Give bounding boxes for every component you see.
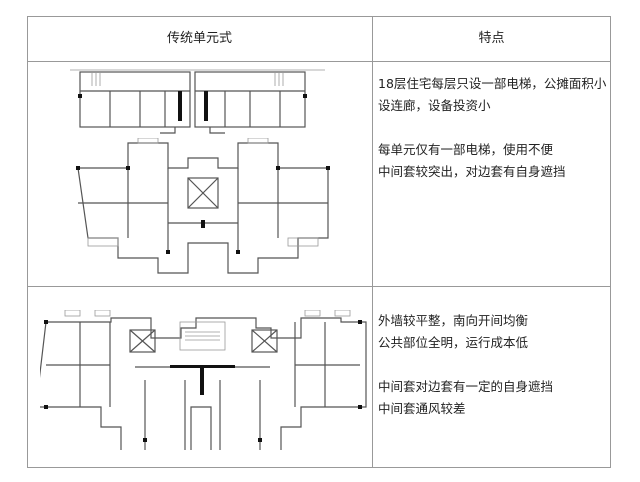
- feature-text: 18层住宅每层只设一部电梯，公摊面积小: [378, 76, 607, 91]
- header-traditional-unit: 传统单元式: [166, 31, 232, 46]
- feature-text: 每单元仅有一部电梯，使用不便: [378, 142, 554, 157]
- features-row-1: 18层住宅每层只设一部电梯，公摊面积小 设连廊，设备投资小 每单元仅有一部电梯，…: [378, 73, 606, 183]
- header-divider: [27, 61, 611, 62]
- features-row-2: 外墙较平整，南向开间均衡 公共部位全明，运行成本低 中间套对边套有一定的自身遮挡…: [378, 310, 553, 420]
- floor-plan-unit-type: [76, 138, 330, 274]
- header-features: 特点: [478, 31, 505, 46]
- feature-text: 中间套对边套有一定的自身遮挡: [378, 379, 554, 394]
- feature-text: 中间套通风较差: [378, 401, 466, 416]
- feature-text: 外墙较平整，南向开间均衡: [378, 313, 529, 328]
- floor-plan-tower-unit: [40, 310, 367, 450]
- feature-text: 中间套较突出，对边套有自身遮挡: [378, 164, 566, 179]
- floor-plan-slab-corridor: [70, 69, 325, 134]
- row-divider: [27, 286, 611, 287]
- comparison-table: [27, 16, 611, 468]
- column-divider: [372, 16, 373, 468]
- feature-text: 公共部位全明，运行成本低: [378, 335, 529, 350]
- feature-text: 设连廊，设备投资小: [378, 98, 491, 113]
